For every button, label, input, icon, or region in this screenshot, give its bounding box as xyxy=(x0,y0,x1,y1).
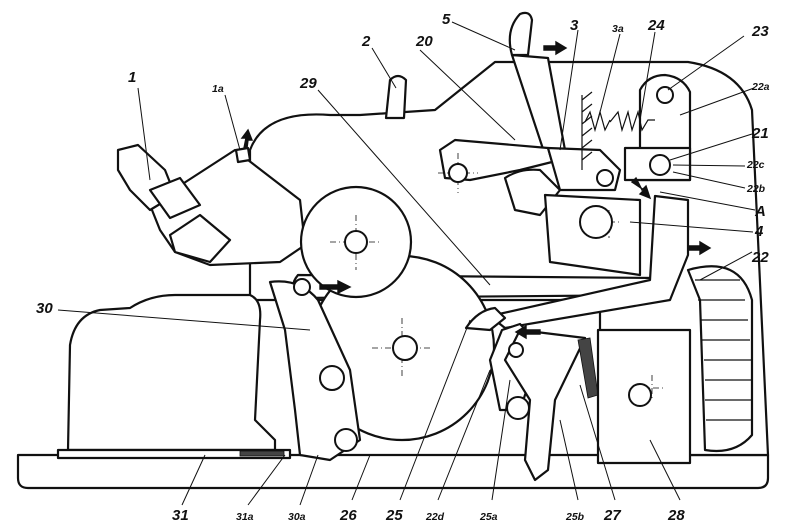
label-25: 25 xyxy=(385,507,403,524)
label-20: 20 xyxy=(415,33,433,50)
label-A: A xyxy=(754,203,766,220)
label-22: 22 xyxy=(751,249,769,266)
label-30: 30 xyxy=(36,300,53,317)
arrow-1a xyxy=(240,128,254,149)
label-5: 5 xyxy=(442,11,451,28)
arrow-5 xyxy=(543,40,568,56)
label-25b: 25b xyxy=(565,511,585,523)
pin-1a xyxy=(234,146,252,164)
lever-5-tip xyxy=(508,11,534,57)
label-23: 23 xyxy=(751,23,769,40)
arrow-22 xyxy=(687,240,712,256)
leaders xyxy=(57,21,756,506)
handle-1-stem xyxy=(148,176,202,220)
label-24: 24 xyxy=(647,17,665,34)
pivot-30a xyxy=(334,428,358,452)
arrow-29 xyxy=(319,279,352,295)
label-25a: 25a xyxy=(479,511,498,523)
slot-31 xyxy=(56,448,292,460)
label-22b: 22b xyxy=(746,183,766,195)
label-26: 26 xyxy=(339,507,357,524)
pivot-29-end xyxy=(293,278,311,296)
label-30a: 30a xyxy=(288,511,306,523)
arrow-A xyxy=(630,176,652,200)
pivot-23 xyxy=(656,86,674,104)
lever-20 xyxy=(438,138,554,182)
knob-2 xyxy=(384,74,408,120)
spring-24 xyxy=(609,109,655,133)
pivot-disc-26 xyxy=(392,335,418,361)
label-22c: 22c xyxy=(746,159,765,171)
hook-25 xyxy=(464,306,507,332)
pivot-upper-gear xyxy=(344,230,368,254)
pivot-25b xyxy=(506,396,530,420)
gear-teeth xyxy=(695,279,752,421)
label-2: 2 xyxy=(361,33,371,50)
part-1-wedge xyxy=(168,213,232,264)
pivot-4 xyxy=(579,205,613,239)
label-22d: 22d xyxy=(425,511,445,523)
pivot-30 xyxy=(319,365,345,391)
label-21: 21 xyxy=(751,125,769,142)
base-plate xyxy=(16,453,770,490)
label-1a: 1a xyxy=(212,83,224,95)
label-3a: 3a xyxy=(612,23,624,35)
pivot-22d xyxy=(508,342,524,358)
pivot-20 xyxy=(448,163,468,183)
pivot-21 xyxy=(596,169,614,187)
label-31: 31 xyxy=(172,507,189,524)
wall-hatch xyxy=(581,91,593,170)
arrow-25 xyxy=(514,324,541,340)
gear-segment xyxy=(686,265,754,453)
label-29: 29 xyxy=(299,75,317,92)
lever-30a xyxy=(268,280,362,462)
pivot-28 xyxy=(628,383,652,407)
lever-22 xyxy=(488,194,690,330)
label-31a: 31a xyxy=(236,511,254,523)
spring-3a xyxy=(584,109,611,133)
pivot-22c xyxy=(649,154,671,176)
label-4: 4 xyxy=(754,223,764,240)
label-27: 27 xyxy=(603,507,621,524)
label-28: 28 xyxy=(667,507,685,524)
label-1: 1 xyxy=(128,69,136,86)
slot-31a xyxy=(239,450,285,457)
label-22a: 22a xyxy=(751,81,770,93)
label-3: 3 xyxy=(570,17,579,34)
block-28 xyxy=(596,328,692,465)
lever-27 xyxy=(503,328,587,482)
cover-30 xyxy=(66,293,277,452)
